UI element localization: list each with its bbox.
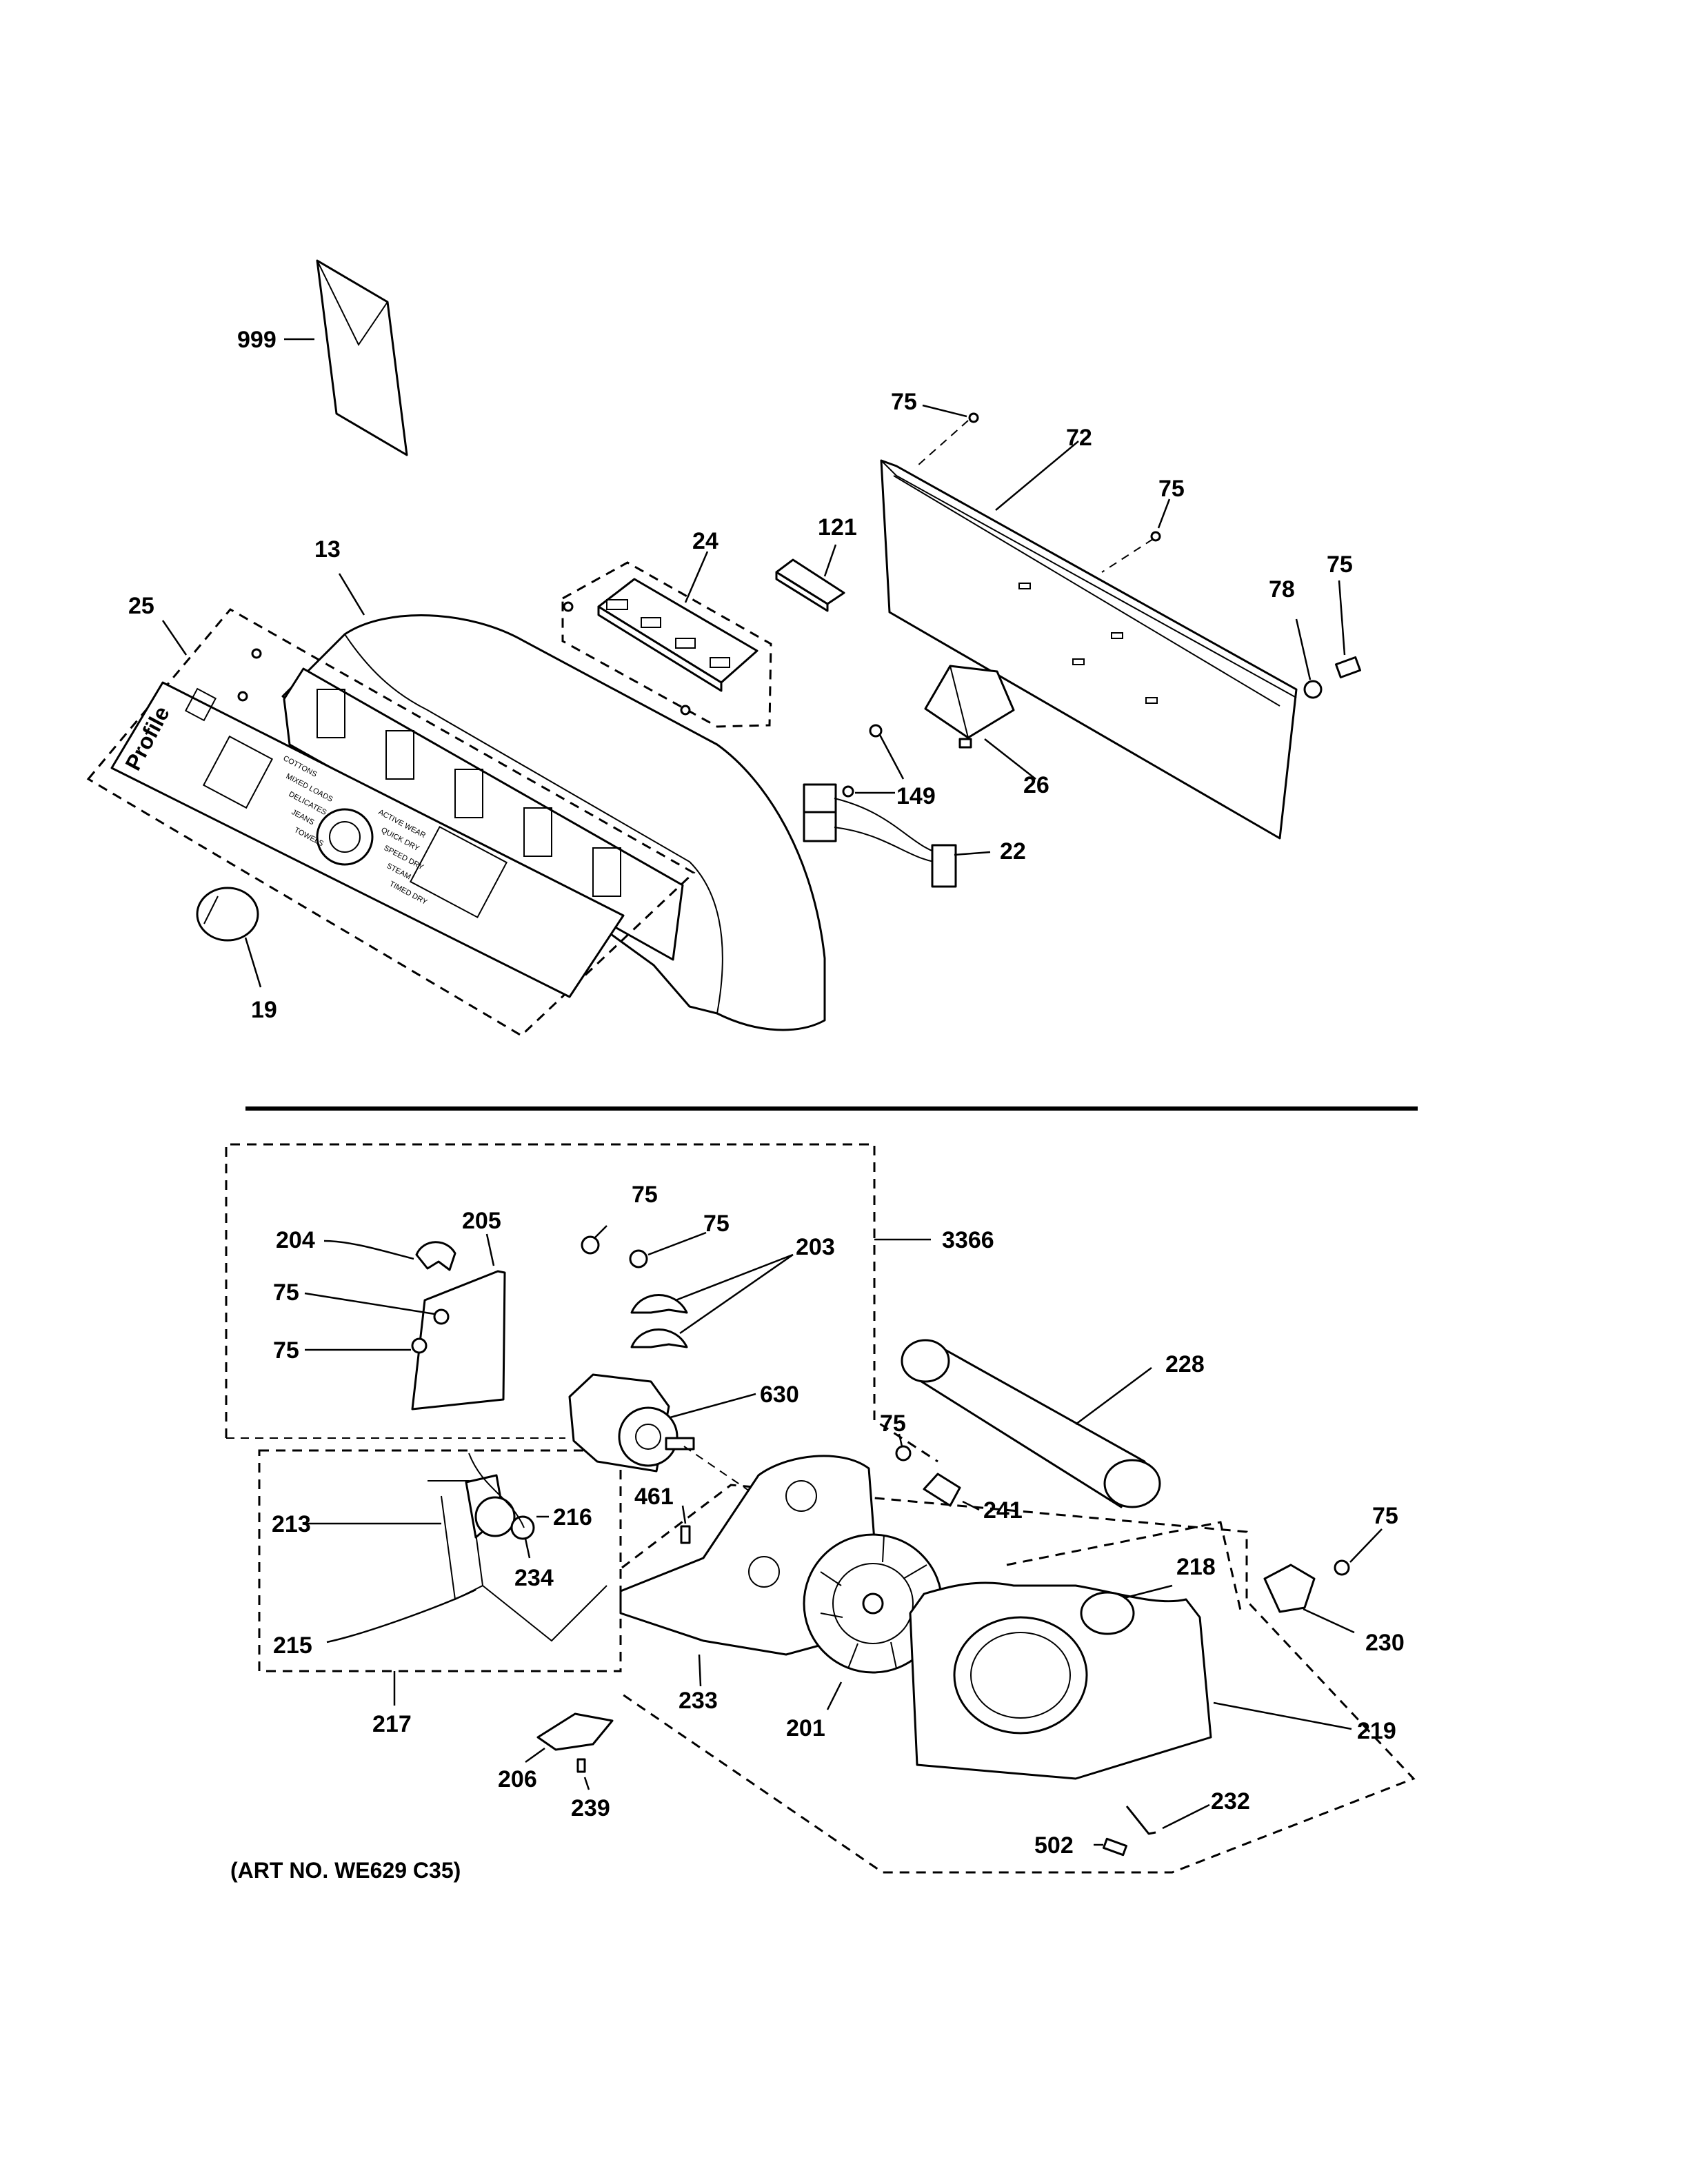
- main-board-kit-outline: [561, 561, 772, 728]
- callout-213: 213: [272, 1511, 311, 1537]
- thermostat: [1263, 1564, 1316, 1613]
- switch-bracket: [411, 1270, 506, 1410]
- kit-217-outline: [258, 1449, 622, 1672]
- console-housing: [281, 614, 826, 1031]
- callout-121: 121: [818, 514, 857, 540]
- main-board: [597, 578, 758, 692]
- blower-housing: [909, 1581, 1212, 1780]
- wire-harness: [803, 783, 957, 888]
- callout-75: 75: [1327, 552, 1353, 578]
- callout-3366: 3366: [942, 1227, 994, 1253]
- callout-216: 216: [553, 1504, 592, 1530]
- drive-motor: [568, 1373, 695, 1473]
- callout-75: 75: [880, 1410, 906, 1437]
- callout-149: 149: [896, 783, 936, 809]
- callout-75: 75: [273, 1337, 299, 1364]
- callout-labels: 999 75 72 75 121 24 13 25 78 75 26 149 2…: [128, 327, 1405, 1859]
- callout-75: 75: [1372, 1503, 1398, 1529]
- control-knob: [196, 887, 259, 942]
- callout-999: 999: [237, 327, 277, 353]
- callout-75: 75: [891, 389, 917, 415]
- callout-75: 75: [273, 1280, 299, 1306]
- strap-lower: [630, 1328, 688, 1348]
- callout-75: 75: [703, 1211, 730, 1237]
- idler-assembly: [428, 1453, 607, 1642]
- bracket: [924, 665, 1015, 749]
- callout-630: 630: [760, 1382, 799, 1408]
- callout-239: 239: [571, 1795, 610, 1821]
- back-panel: [880, 459, 1298, 840]
- callout-215: 215: [273, 1632, 312, 1659]
- callout-205: 205: [462, 1208, 501, 1234]
- thermistor: [923, 1473, 961, 1507]
- callout-72: 72: [1066, 425, 1092, 451]
- callout-232: 232: [1211, 1788, 1250, 1814]
- display-board: [775, 558, 845, 612]
- star-washer: [1303, 680, 1323, 699]
- callout-502: 502: [1034, 1832, 1074, 1859]
- callout-233: 233: [679, 1688, 718, 1714]
- strap-upper: [630, 1294, 688, 1314]
- callout-201: 201: [786, 1715, 825, 1741]
- callout-25: 25: [128, 593, 154, 619]
- callout-241: 241: [983, 1497, 1023, 1524]
- callout-24: 24: [692, 528, 719, 554]
- clamp-clip: [415, 1241, 456, 1271]
- control-panel-kit-outline: [86, 608, 696, 1037]
- blower-seal: [1080, 1591, 1135, 1635]
- callout-218: 218: [1176, 1554, 1216, 1580]
- callout-217: 217: [372, 1711, 412, 1737]
- callout-78: 78: [1269, 576, 1295, 603]
- screw-75-right: [1334, 656, 1362, 679]
- callout-234: 234: [514, 1565, 554, 1591]
- callout-228: 228: [1165, 1351, 1205, 1377]
- callout-203: 203: [796, 1234, 835, 1260]
- callout-219: 219: [1357, 1718, 1396, 1744]
- callout-22: 22: [1000, 838, 1026, 865]
- callout-206: 206: [498, 1766, 537, 1792]
- filter-clip: [536, 1712, 614, 1751]
- callout-204: 204: [276, 1227, 315, 1253]
- callout-75: 75: [1158, 476, 1185, 502]
- callout-230: 230: [1365, 1630, 1405, 1656]
- callout-75: 75: [632, 1182, 658, 1208]
- kit-3366-outline: [225, 1143, 938, 1463]
- literature-envelope: [316, 259, 408, 456]
- art-number: (ART NO. WE629 C35): [230, 1858, 461, 1883]
- exhaust-duct: [901, 1339, 1161, 1508]
- callout-13: 13: [314, 536, 341, 563]
- callout-461: 461: [634, 1484, 674, 1510]
- callout-26: 26: [1023, 772, 1049, 798]
- callout-19: 19: [251, 997, 277, 1023]
